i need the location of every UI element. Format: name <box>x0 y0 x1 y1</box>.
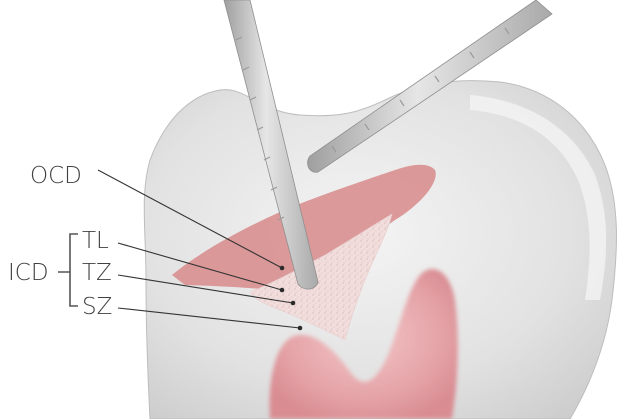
label-tl: TL <box>82 228 109 254</box>
dot-ocd <box>280 266 285 271</box>
label-sz: SZ <box>82 294 112 320</box>
dot-sz <box>298 326 303 331</box>
label-tz: TZ <box>82 260 112 286</box>
label-ocd: OCD <box>30 163 82 189</box>
icd-bracket <box>58 234 78 306</box>
label-icd: ICD <box>8 260 49 286</box>
dot-tl <box>280 288 285 293</box>
dot-tz <box>291 301 296 306</box>
